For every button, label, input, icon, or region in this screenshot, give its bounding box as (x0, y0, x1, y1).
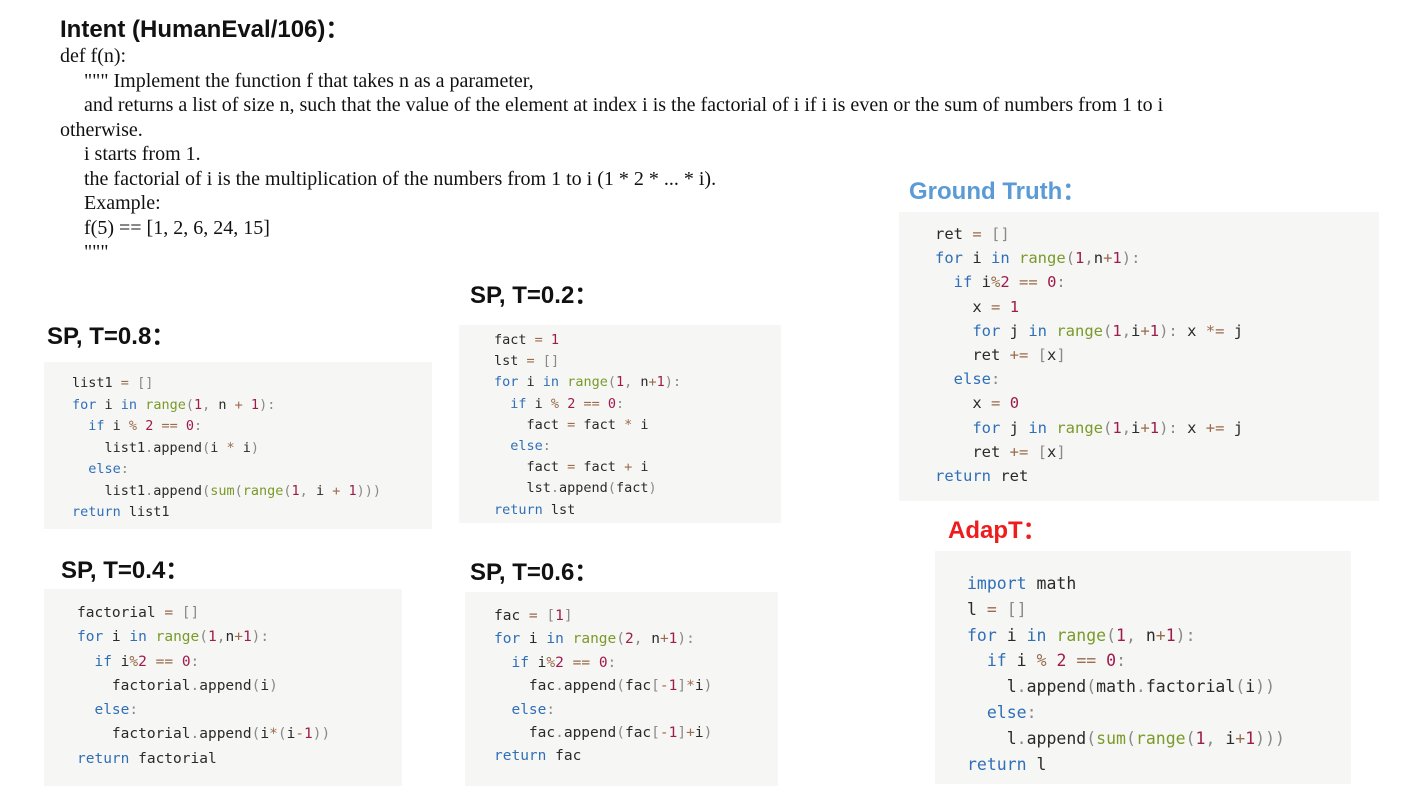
code-line: for i in range(1, n+1): (494, 374, 682, 391)
code-line: ret += [x] (935, 442, 1066, 461)
code-line: return fac (494, 748, 582, 765)
intent-line: and returns a list of size n, such that … (84, 94, 1164, 116)
code-line: return ret (935, 467, 1029, 486)
code-line: return lst (494, 501, 576, 518)
intent-line: Example: (84, 192, 161, 214)
sp-t04-code-box (44, 589, 402, 786)
code-line: l.append(sum(range(1, i+1))) (967, 728, 1285, 748)
intent-line: def f(n): (60, 45, 127, 67)
sp-t04-title: SP, T=0.4： (61, 557, 190, 584)
code-line: fac = [1] (494, 608, 573, 624)
code-line: else: (510, 438, 551, 455)
code-line: for i in range(1, n + 1): (72, 396, 276, 413)
code-line: for i in range(1,n+1): (77, 629, 270, 646)
code-line: for i in range(2, n+1): (494, 631, 695, 648)
code-line: if i%2 == 0: (511, 654, 617, 671)
code-line: return list1 (72, 504, 170, 520)
sp-t06-code: fac = [1] for i in range(2, n+1): if i%2 … (494, 605, 712, 769)
code-line: factorial.append(i) (77, 677, 278, 694)
code-line: fact = fact + i (494, 459, 649, 476)
code-line: if i%2 == 0: (94, 653, 200, 670)
code-line: return factorial (77, 750, 217, 767)
code-line: l.append(math.factorial(i)) (967, 677, 1275, 697)
code-line: factorial.append(i*(i-1)) (77, 726, 331, 743)
sp-t08-code-box (44, 362, 432, 529)
intent-line: i starts from 1. (84, 143, 201, 165)
intent-line: f(5) == [1, 2, 6, 24, 15] (84, 216, 270, 239)
code-line: else: (986, 702, 1037, 722)
code-line: else: (511, 701, 556, 718)
code-line: lst = [] (494, 353, 560, 370)
code-line: for i in range(1,n+1): (935, 249, 1141, 268)
code-line: list1.append(i * i) (72, 439, 260, 456)
code-line: x = 0 (935, 394, 1020, 413)
ground-truth-title: Ground Truth： (909, 178, 1087, 205)
intent-docstring: def f(n): """ Implement the function f t… (60, 44, 1163, 265)
code-line: fac.append(fac[-1]*i) (494, 678, 713, 695)
code-line: else: (953, 370, 1001, 389)
code-line: if i%2 == 0: (953, 273, 1066, 292)
sp-t08-title: SP, T=0.8： (47, 323, 176, 350)
sp-t06-title: SP, T=0.6： (470, 559, 599, 586)
code-line: list1 = [] (72, 375, 154, 391)
adapt-code: import math l = [] for i in range(1, n+1):… (967, 571, 1285, 777)
code-line: else: (94, 702, 139, 719)
code-line: fact = 1 (494, 332, 560, 348)
intent-line: """ (84, 241, 109, 263)
sp-t02-title: SP, T=0.2： (470, 282, 599, 309)
code-line: if i % 2 == 0: (88, 418, 203, 434)
code-line: fac.append(fac[-1]+i) (494, 725, 713, 742)
intent-line: the factorial of i is the multiplication… (84, 167, 717, 190)
sp-t04-code: factorial = [] for i in range(1,n+1): if … (77, 601, 330, 771)
code-line: return l (967, 754, 1047, 774)
ground-truth-code: ret = [] for i in range(1,n+1): if i%2 ==… (935, 222, 1243, 488)
code-line: list1.append(sum(range(1, i + 1))) (72, 482, 382, 499)
code-line: l = [] (967, 599, 1027, 619)
code-line: for j in range(1,i+1): x *= j (972, 321, 1244, 340)
adapt-code-box (935, 551, 1351, 784)
code-line: import math (967, 574, 1077, 593)
adapt-title: AdapT： (948, 517, 1047, 544)
intent-line: """ Implement the function f that takes … (84, 69, 534, 92)
code-line: lst.append(fact) (494, 480, 657, 497)
code-line: fact = fact * i (494, 416, 649, 433)
sp-t02-code-box (459, 325, 781, 523)
code-line: if i % 2 == 0: (510, 395, 625, 412)
code-line: factorial = [] (77, 605, 200, 621)
code-line: ret += [x] (935, 346, 1066, 365)
code-line: for i in range(1, n+1): (967, 625, 1196, 645)
code-line: if i % 2 == 0: (986, 651, 1126, 671)
sp-t08-code: list1 = [] for i in range(1, n + 1): if i… (72, 373, 381, 524)
code-line: ret = [] (935, 225, 1010, 243)
ground-truth-code-box (899, 212, 1379, 501)
sp-t06-code-box (465, 592, 778, 786)
code-line: x = 1 (935, 297, 1020, 316)
intent-title: Intent (HumanEval/106)： (60, 16, 350, 43)
intent-line: otherwise. (60, 118, 143, 141)
code-line: for j in range(1,i+1): x += j (972, 418, 1244, 437)
code-line: else: (88, 461, 129, 477)
